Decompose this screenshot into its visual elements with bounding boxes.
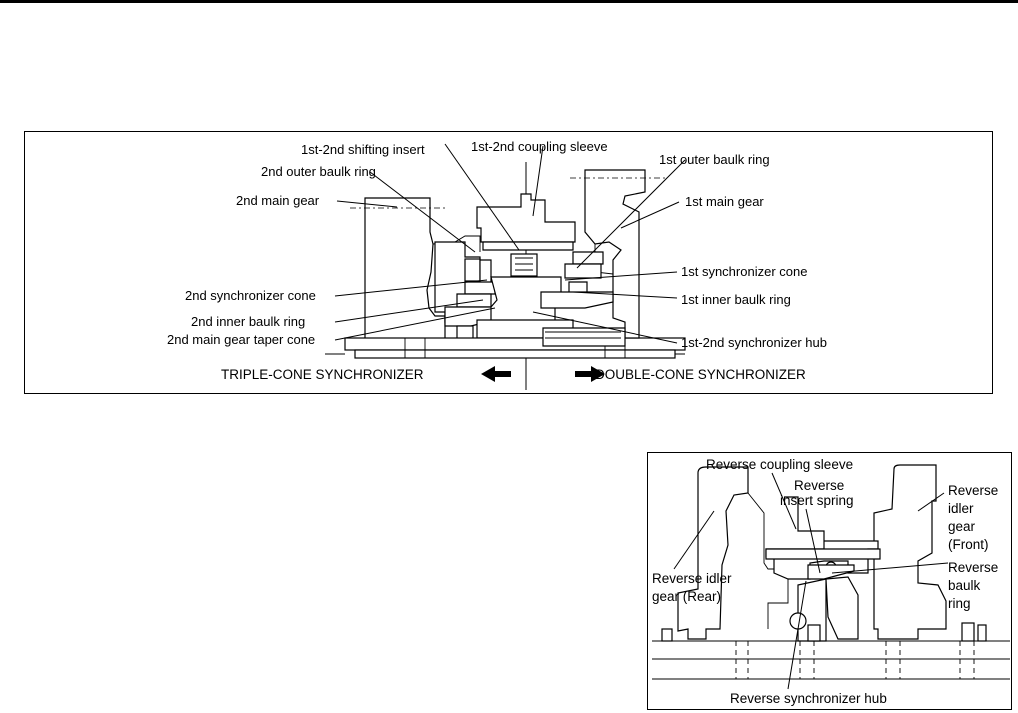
shaft-shape bbox=[652, 622, 1010, 680]
right-arrow-icon bbox=[575, 366, 605, 382]
label-1st-outer-baulk-ring: 1st outer baulk ring bbox=[659, 152, 770, 167]
label-1st-synchronizer-cone: 1st synchronizer cone bbox=[681, 264, 807, 279]
label-2nd-main-gear: 2nd main gear bbox=[236, 193, 320, 208]
label-reverse-idler-front-1: Reverse bbox=[948, 483, 998, 498]
label-1st-inner-baulk-ring: 1st inner baulk ring bbox=[681, 292, 791, 307]
reverse-idler-gear-front-shape bbox=[873, 464, 947, 640]
label-reverse-idler-rear-2: gear (Rear) bbox=[652, 589, 721, 604]
header-rule bbox=[0, 0, 1018, 3]
reverse-synchronizer-drawing: Reverse coupling sleeve Reverse insert s… bbox=[652, 457, 1010, 706]
label-reverse-baulk-3: ring bbox=[948, 596, 971, 611]
label-reverse-coupling-sleeve: Reverse coupling sleeve bbox=[706, 457, 853, 472]
reverse-synchronizer-hub-shape bbox=[789, 576, 859, 642]
label-1st-main-gear: 1st main gear bbox=[685, 194, 764, 209]
label-2nd-inner-baulk-ring: 2nd inner baulk ring bbox=[191, 314, 305, 329]
coupling-sleeve-shape bbox=[476, 193, 576, 277]
label-reverse-idler-front-4: (Front) bbox=[948, 537, 989, 552]
label-2nd-main-gear-taper-cone: 2nd main gear taper cone bbox=[167, 332, 315, 347]
2nd-main-gear-shape bbox=[350, 197, 481, 348]
reverse-synchronizer-panel: Reverse coupling sleeve Reverse insert s… bbox=[647, 452, 1012, 710]
label-reverse-idler-front-3: gear bbox=[948, 519, 976, 534]
left-arrow-icon bbox=[481, 366, 511, 382]
1st-side-rings bbox=[540, 251, 626, 347]
reverse-coupling-sleeve-shape bbox=[765, 496, 881, 580]
synchronizer-cross-section-panel: 1st-2nd shifting insert 1st-2nd coupling… bbox=[24, 131, 993, 394]
label-double-cone-synchronizer: DOUBLE-CONE SYNCHRONIZER bbox=[595, 367, 806, 382]
label-shifting-insert: 1st-2nd shifting insert bbox=[301, 142, 425, 157]
label-2nd-synchronizer-cone: 2nd synchronizer cone bbox=[185, 288, 316, 303]
label-reverse-synchronizer-hub: Reverse synchronizer hub bbox=[730, 691, 887, 706]
label-2nd-outer-baulk-ring: 2nd outer baulk ring bbox=[261, 164, 376, 179]
label-reverse-idler-rear-1: Reverse idler bbox=[652, 571, 732, 586]
label-reverse-idler-front-2: idler bbox=[948, 501, 974, 516]
label-reverse-insert-spring-2: insert spring bbox=[780, 493, 854, 508]
label-1st-2nd-synchronizer-hub: 1st-2nd synchronizer hub bbox=[681, 335, 827, 350]
leader-lines bbox=[334, 143, 686, 344]
label-coupling-sleeve: 1st-2nd coupling sleeve bbox=[471, 139, 608, 154]
label-reverse-baulk-1: Reverse bbox=[948, 560, 998, 575]
label-reverse-insert-spring-1: Reverse bbox=[794, 478, 844, 493]
2nd-side-rings bbox=[434, 241, 504, 347]
reverse-leader-lines bbox=[673, 472, 949, 690]
synchronizer-cross-section-drawing: 1st-2nd shifting insert 1st-2nd coupling… bbox=[167, 139, 827, 390]
label-triple-cone-synchronizer: TRIPLE-CONE SYNCHRONIZER bbox=[221, 367, 424, 382]
label-reverse-baulk-2: baulk bbox=[948, 578, 981, 593]
